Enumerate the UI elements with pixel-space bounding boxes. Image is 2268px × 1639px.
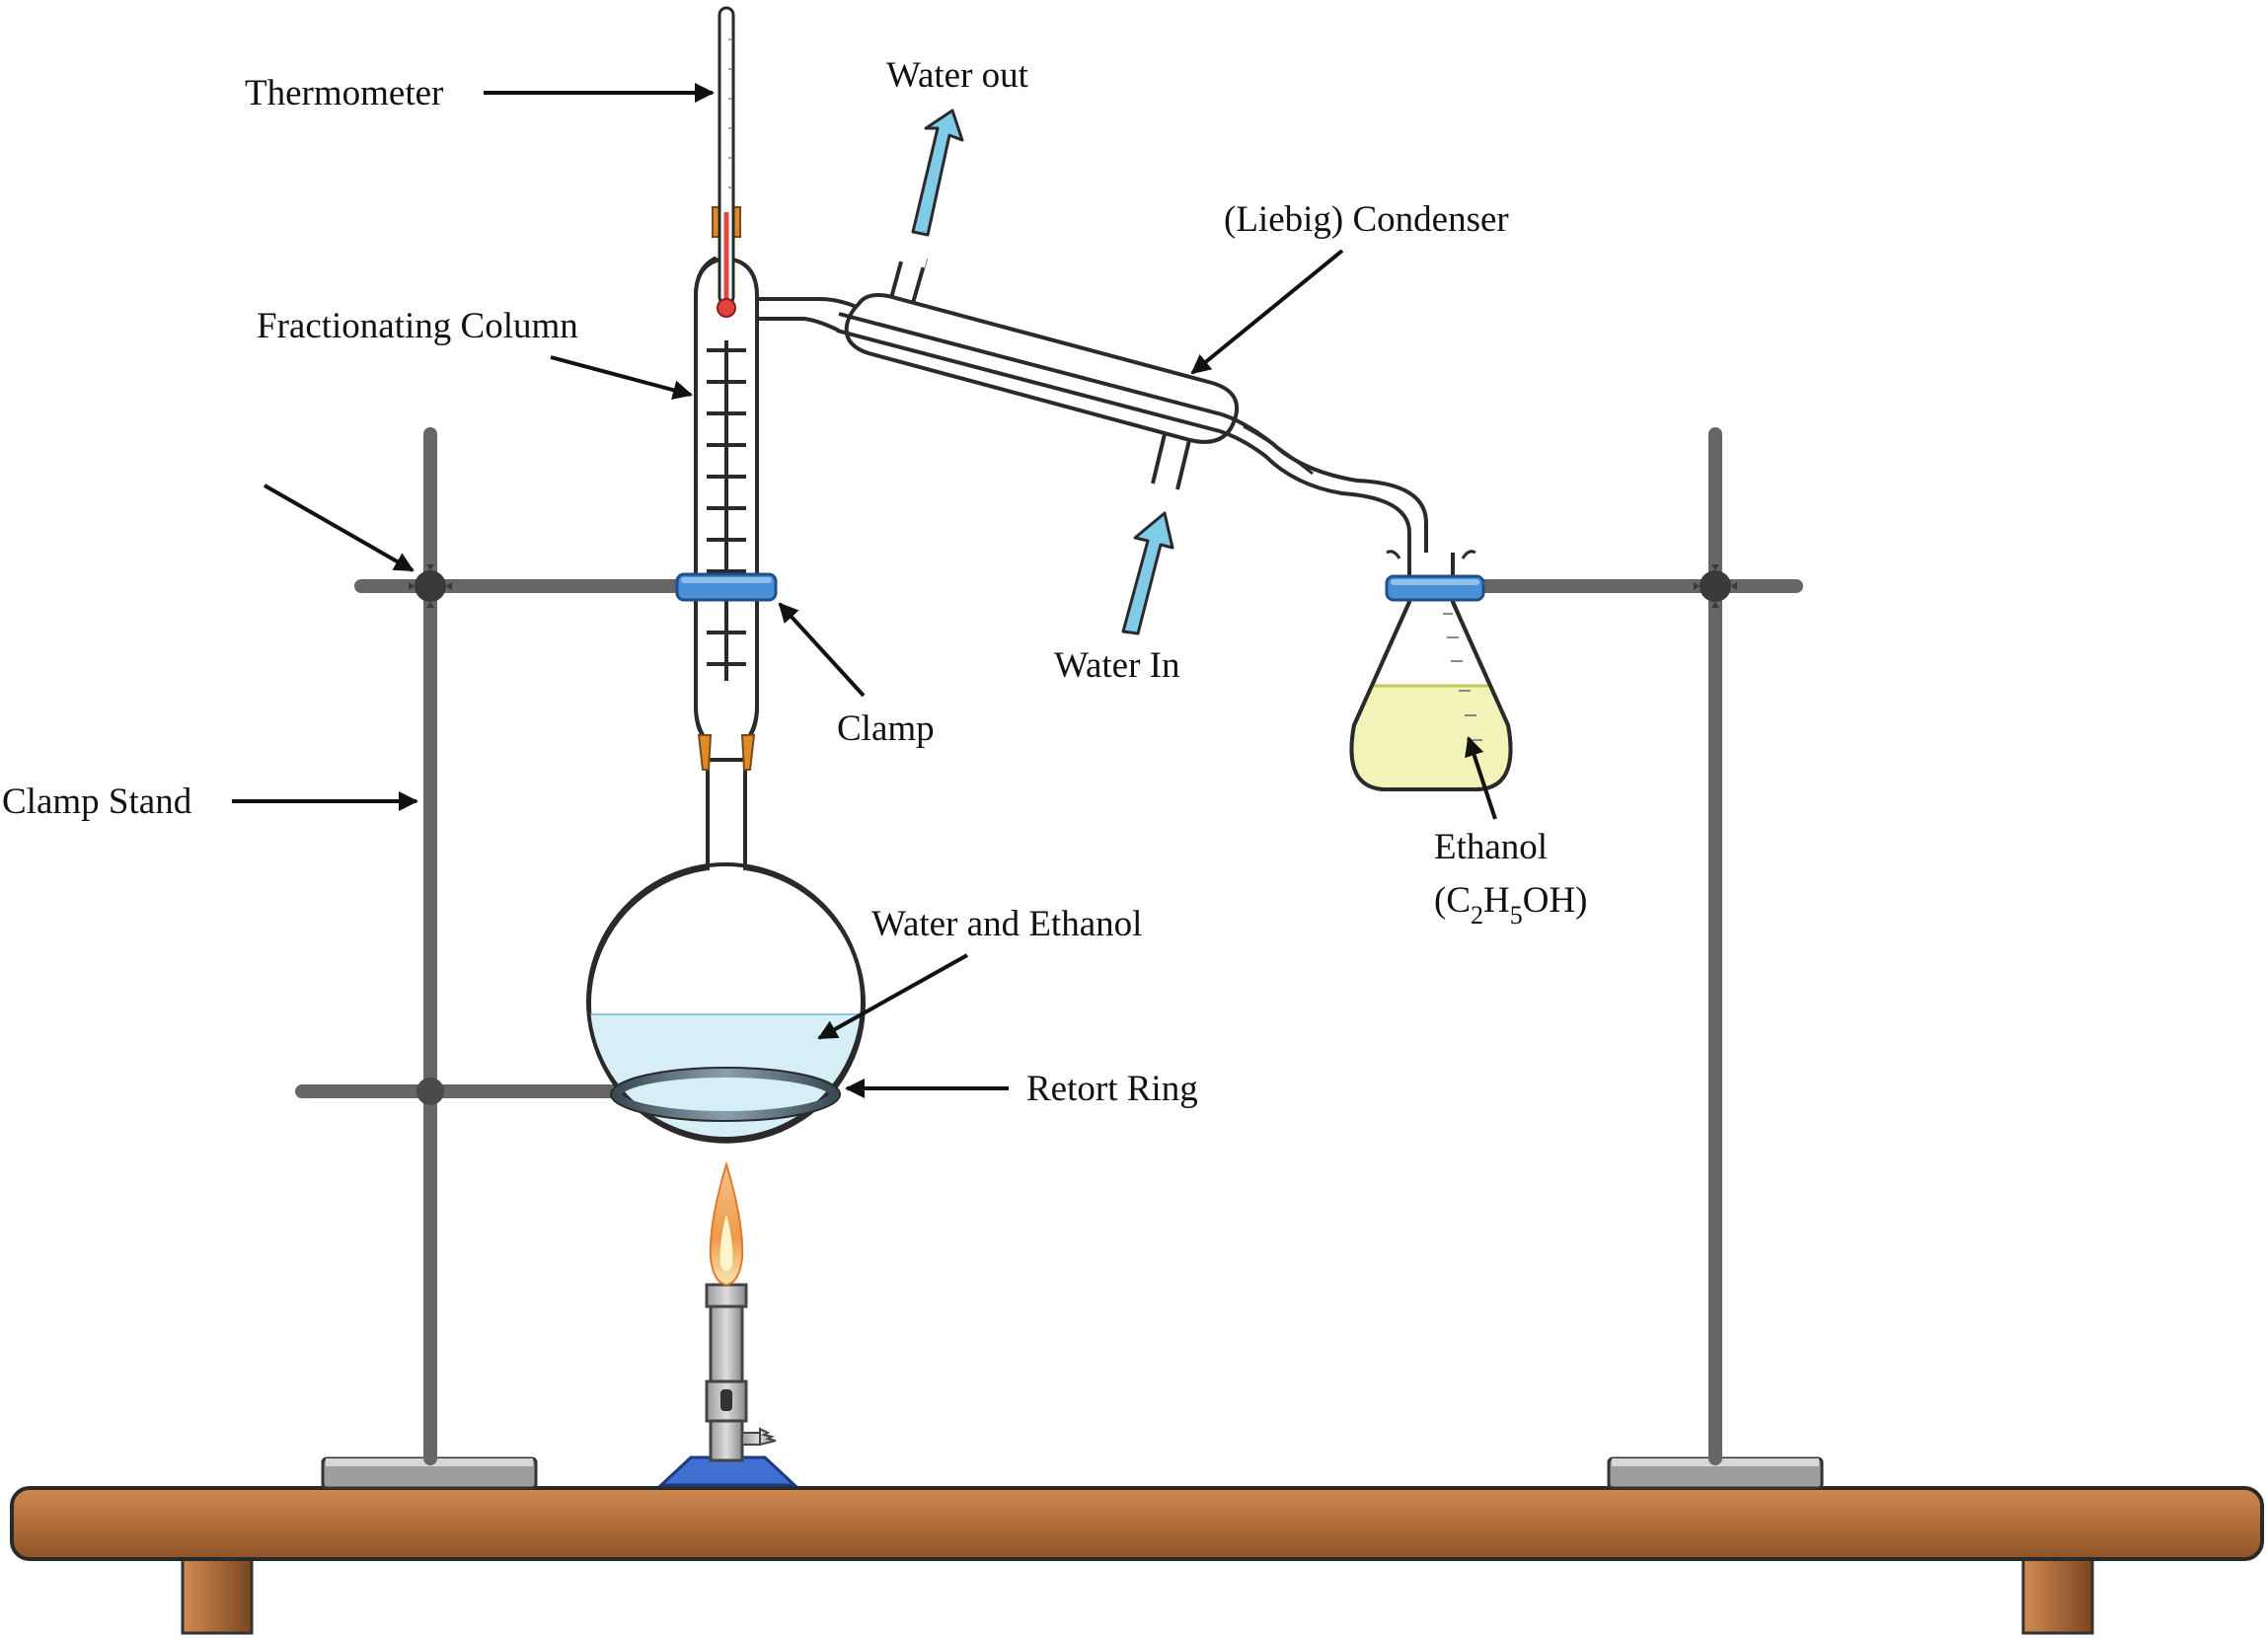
bench-top [10,1486,2264,1561]
formula-sub-1: 2 [1471,901,1483,930]
label-condenser: (Liebig) Condenser [1224,199,1509,240]
label-fractionating-column: Fractionating Column [257,306,578,346]
arrow-condenser [1190,249,1344,375]
formula-open: (C [1434,880,1471,921]
bosshead-right [1694,564,1737,608]
label-ethanol-formula: (C2H5OH) [1434,880,1588,930]
lower-stopper-right [740,734,756,771]
thermometer-icon [717,6,736,318]
label-water-in: Water In [1054,645,1179,686]
lower-stopper-left [697,734,713,771]
label-water-out: Water out [886,55,1029,96]
fractionating-column [694,256,759,771]
arrow-fractionating-column [550,355,693,401]
clamp-stand-right [1454,427,1824,1490]
retort-ring [612,1068,839,1121]
arrow-ethanol [1465,736,1497,820]
label-clamp-stand: Clamp Stand [2,782,192,822]
conical-flask-icon [1349,550,1513,791]
bunsen-burner-icon [657,1283,798,1487]
formula-h: H [1483,880,1510,921]
water-in-arrow [1121,511,1174,635]
formula-close: OH) [1523,880,1588,921]
bosshead-lower-left [416,1078,444,1105]
formula-sub-2: 5 [1510,901,1523,930]
callout-arrows [232,83,1497,1098]
arrow-clamp [778,602,866,698]
liebig-condenser [757,247,1428,564]
water-out-arrow [911,109,964,237]
label-thermometer: Thermometer [245,73,443,113]
label-retort-ring: Retort Ring [1026,1069,1198,1109]
arrow-water-and-ethanol [817,953,968,1040]
column-baffles [707,340,746,681]
arrow-bosshead [264,484,415,572]
bosshead-upper-left [409,564,452,608]
label-clamp: Clamp [837,708,935,749]
label-water-and-ethanol: Water and Ethanol [871,904,1142,944]
clamp-stand-left [295,427,698,1490]
bench [10,1486,2264,1635]
ethanol-liquid [1351,686,1511,789]
label-ethanol: Ethanol [1434,827,1548,867]
